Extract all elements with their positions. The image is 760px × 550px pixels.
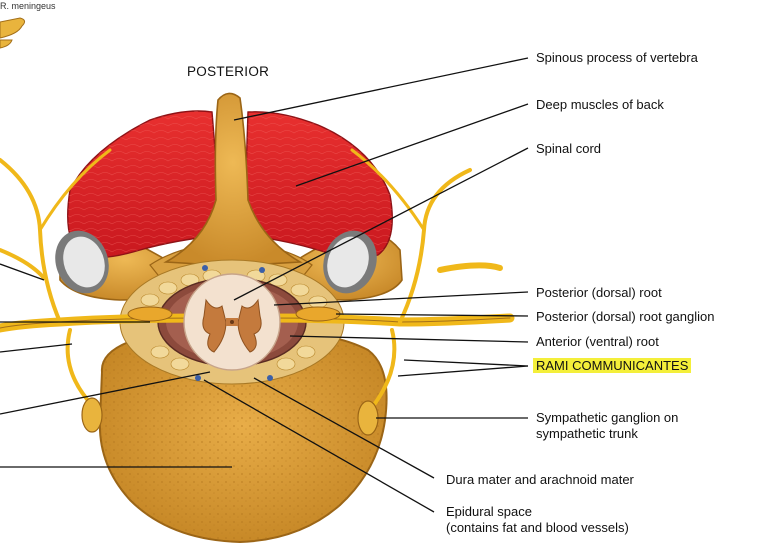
meningeal-branch-label: R. meningeus <box>0 1 56 11</box>
spinous-process-label: Spinous process of vertebra <box>536 50 698 65</box>
epidural-space-label-line2: (contains fat and blood vessels) <box>446 520 629 535</box>
sympathetic-ganglion-label-line2: sympathetic trunk <box>536 426 638 441</box>
anterior-root-label: Anterior (ventral) root <box>536 334 659 349</box>
dorsal-root-ganglia <box>127 306 341 322</box>
deep-back-muscles <box>67 110 393 259</box>
orientation-label: POSTERIOR <box>187 64 270 79</box>
leader-lines <box>0 57 529 513</box>
posterior-root-label: Posterior (dorsal) root <box>536 285 662 300</box>
posterior-ganglion-label: Posterior (dorsal) root ganglion <box>536 309 715 324</box>
rami-highlight: RAMI COMMUNICANTES <box>533 358 692 373</box>
spinal-cord-label: Spinal cord <box>536 141 602 156</box>
articular-facet-left <box>55 230 109 294</box>
sympathetic-ganglia <box>81 397 379 436</box>
epidural-space-label-line1: Epidural space <box>446 504 532 519</box>
sympathetic-ganglion-label-line1: Sympathetic ganglion on <box>536 410 679 425</box>
meningeal-branch-fragment <box>0 17 26 49</box>
spinous-process <box>163 92 303 267</box>
rami-communicantes-label: RAMI COMMUNICANTES <box>533 358 692 374</box>
deep-muscles-label: Deep muscles of back <box>536 97 664 112</box>
dura-mater-label: Dura mater and arachnoid mater <box>446 472 634 487</box>
spinal-cord <box>183 273 281 371</box>
vertebral-body <box>98 329 388 544</box>
